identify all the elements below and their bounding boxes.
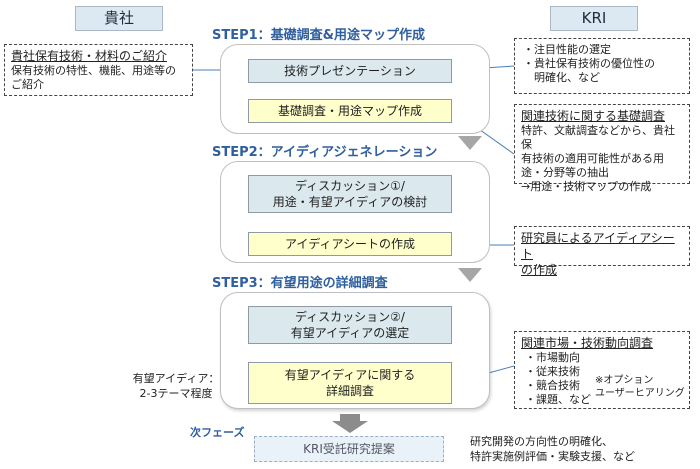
- step3-detail-line2: 詳細調査: [325, 384, 374, 398]
- kri-market-survey-note: 関連市場・技術動向調査 市場動向 従来技術 競合技術 課題、など ※オプション …: [514, 331, 690, 409]
- step2-ideasheet-label: アイディアシートの作成: [284, 237, 416, 251]
- header-client: 貴社: [75, 6, 163, 31]
- header-kri: KRI: [550, 6, 638, 31]
- next-phase-arrow: [332, 414, 368, 433]
- final-note: 研究開発の方向性の明確化、 特許実施例評価・実験支援、など: [470, 435, 635, 463]
- step1-survey-label: 基礎調査・用途マップ作成: [277, 104, 422, 118]
- step-arrow-2: [458, 268, 482, 282]
- step3-discussion-line2: 有望アイディアの選定: [290, 326, 410, 340]
- step3-detail-line1: 有望アイディアに関する: [284, 368, 416, 382]
- next-phase-label: 次フェーズ: [190, 426, 245, 439]
- kri-focus-item-2: 貴社保有技術の優位性の 明確化、など: [523, 57, 683, 85]
- kri-ideasheet-title: 研究員によるアイディアシート の作成: [521, 231, 675, 277]
- kri-market-item-3: 競合技術: [525, 379, 683, 393]
- step3-discussion-box: ディスカッション②/ 有望アイディアの選定: [248, 306, 452, 344]
- kri-ideasheet-note: 研究員によるアイディアシート の作成: [514, 226, 690, 277]
- step1-presentation-box: 技術プレゼンテーション: [248, 59, 452, 83]
- kri-basic-survey-title: 関連技術に関する基礎調査: [521, 109, 666, 123]
- kri-focus-note: 注目性能の選定 貴社保有技術の優位性の 明確化、など: [514, 38, 690, 94]
- kri-market-survey-title: 関連市場・技術動向調査: [521, 336, 654, 350]
- kri-basic-survey-note: 関連技術に関する基礎調査 特許、文献調査などから、貴社保 有技術の適用可能性があ…: [514, 104, 690, 193]
- kri-contract-proposal-box: KRI受託研究提案: [254, 436, 444, 462]
- step3-title: STEP3：有望用途の詳細調査: [212, 276, 388, 291]
- client-tech-intro-note: 貴社保有技術・材料のご紹介 保有技術の特性、機能、用途等の ご紹介: [4, 44, 193, 96]
- step2-ideasheet-box: アイディアシートの作成: [248, 232, 452, 256]
- step1-presentation-label: 技術プレゼンテーション: [284, 64, 416, 78]
- promising-idea-label: 有望アイディア： 2-3テーマ程度: [132, 372, 220, 400]
- step3-discussion-line1: ディスカッション②/: [295, 310, 405, 324]
- client-tech-intro-body: 保有技術の特性、機能、用途等の ご紹介: [11, 64, 176, 91]
- kri-basic-survey-body: 特許、文献調査などから、貴社保 有技術の適用可能性がある用 途・分野等の抽出 →…: [521, 124, 675, 193]
- kri-market-option: ※オプション ユーザーヒアリング: [595, 375, 685, 399]
- step1-title: STEP1：基礎調査&用途マップ作成: [212, 28, 426, 43]
- step2-title: STEP2：アイディアジェネレーション: [212, 145, 438, 160]
- kri-market-item-2: 従来技術: [525, 365, 683, 379]
- step1-survey-box: 基礎調査・用途マップ作成: [248, 99, 452, 123]
- step3-detail-box: 有望アイディアに関する 詳細調査: [248, 362, 452, 404]
- step2-discussion-line2: 用途・有望アイディアの検討: [272, 195, 428, 209]
- client-tech-intro-title: 貴社保有技術・材料のご紹介: [11, 49, 168, 63]
- kri-market-item-4: 課題、など: [525, 393, 683, 407]
- kri-market-item-1: 市場動向: [525, 351, 683, 365]
- step2-discussion-box: ディスカッション①/ 用途・有望アイディアの検討: [248, 175, 452, 213]
- kri-focus-item-1: 注目性能の選定: [523, 43, 683, 57]
- step-arrow-1: [458, 136, 482, 150]
- step2-discussion-line1: ディスカッション①/: [295, 179, 405, 193]
